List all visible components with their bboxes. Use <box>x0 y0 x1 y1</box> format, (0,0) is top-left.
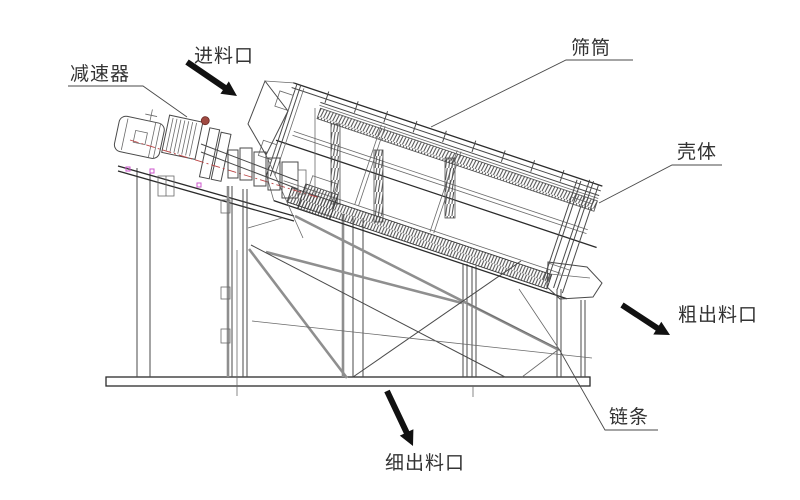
fine-outlet-arrow-icon <box>384 389 414 446</box>
leader-reducer <box>68 85 188 118</box>
label-screen-drum: 筛筒 <box>571 37 611 59</box>
motor-assembly <box>113 109 232 182</box>
base-frame <box>105 165 593 397</box>
rail-tick-marks <box>303 84 592 191</box>
base-plate <box>105 376 591 387</box>
label-feed-inlet: 进料口 <box>194 45 254 67</box>
leader-screen-drum <box>430 59 633 128</box>
label-reducer: 减速器 <box>70 63 130 85</box>
flow-arrows <box>185 59 670 446</box>
anchor-bolt-marker <box>125 166 131 172</box>
label-coarse-outlet: 粗出料口 <box>678 304 758 326</box>
drum-chain-ring-band <box>286 187 553 290</box>
label-chain: 链条 <box>609 406 649 428</box>
drum-mesh-band-top <box>316 107 598 212</box>
leader-chain <box>558 348 658 431</box>
coarse-outlet-arrow-icon <box>620 302 670 335</box>
feed-arrow-icon <box>185 59 237 96</box>
leader-lines <box>68 59 722 431</box>
reducer-gearbox <box>161 114 204 160</box>
motor-body <box>113 115 165 159</box>
discharge-chute <box>546 261 603 300</box>
label-shell: 壳体 <box>677 141 717 163</box>
breather-knob <box>200 116 210 126</box>
brace-long-gray <box>294 214 560 352</box>
drum-assembly <box>257 82 603 300</box>
anchor-bolt-marker <box>149 168 155 174</box>
label-fine-outlet: 细出料口 <box>385 452 465 474</box>
brace-steep-gray <box>247 248 349 379</box>
shaft-centerline <box>129 139 321 199</box>
anchor-bolt-marker <box>196 182 202 188</box>
leader-shell <box>598 164 722 204</box>
drum-internal-supports <box>314 108 456 223</box>
drive-shaft <box>125 139 321 199</box>
